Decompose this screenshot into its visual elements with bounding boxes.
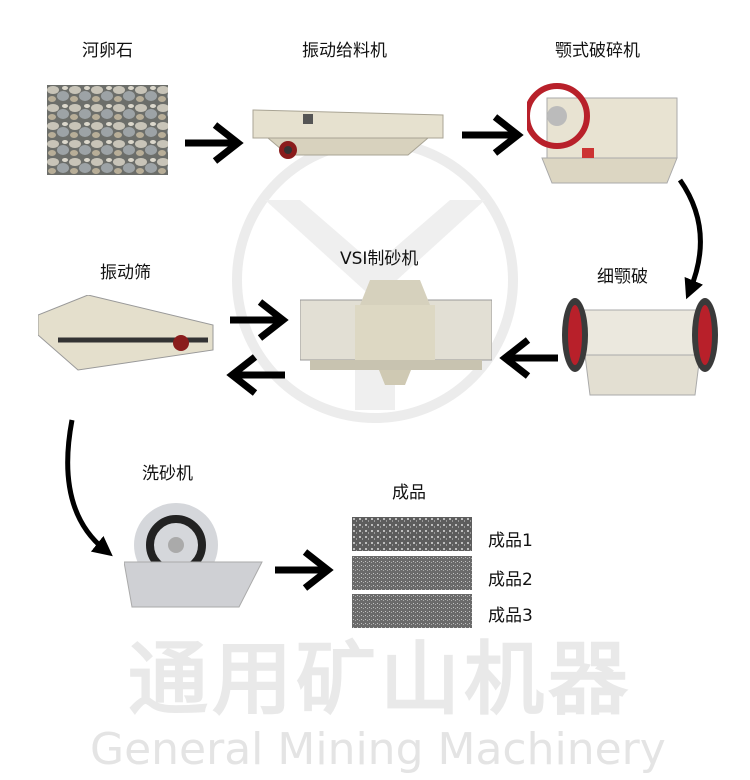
product-swatch-3 [352,594,472,628]
vsi-sand-maker-image [300,280,492,385]
vibrating-feeder-image [252,109,444,159]
fine-jaw-crusher-image [562,298,718,396]
arrow-right-vsi [230,299,289,341]
arrow-left-screen [226,354,285,396]
arrow-right-1 [185,122,244,164]
vibrating-screen-image [38,295,214,371]
watermark-en: General Mining Machinery [90,724,666,775]
pebble-image [47,85,168,175]
jaw-crusher-image [527,83,678,184]
label-vsi: VSI制砂机 [340,249,419,269]
label-pebble: 河卵石 [82,41,133,61]
label-feeder: 振动给料机 [302,41,387,61]
curved-arrow-jaw-to-fine [677,178,704,300]
product-label-1: 成品1 [488,531,533,551]
arrow-right-product [275,549,334,591]
curved-arrow-screen-to-washer [65,419,113,557]
label-washer: 洗砂机 [142,464,193,484]
flow-arrows [65,114,704,591]
sand-washer-image [124,503,263,608]
product-label-3: 成品3 [488,606,533,626]
product-label-2: 成品2 [488,570,533,590]
product-swatch-2 [352,556,472,590]
label-jaw-crusher: 颚式破碎机 [555,41,640,61]
label-screen: 振动筛 [100,263,151,283]
product-swatch-1 [352,517,472,551]
label-fine-jaw: 细颚破 [597,267,648,287]
label-product: 成品 [392,483,426,503]
arrow-left-fine-jaw [499,337,558,379]
arrow-right-2 [462,114,524,156]
